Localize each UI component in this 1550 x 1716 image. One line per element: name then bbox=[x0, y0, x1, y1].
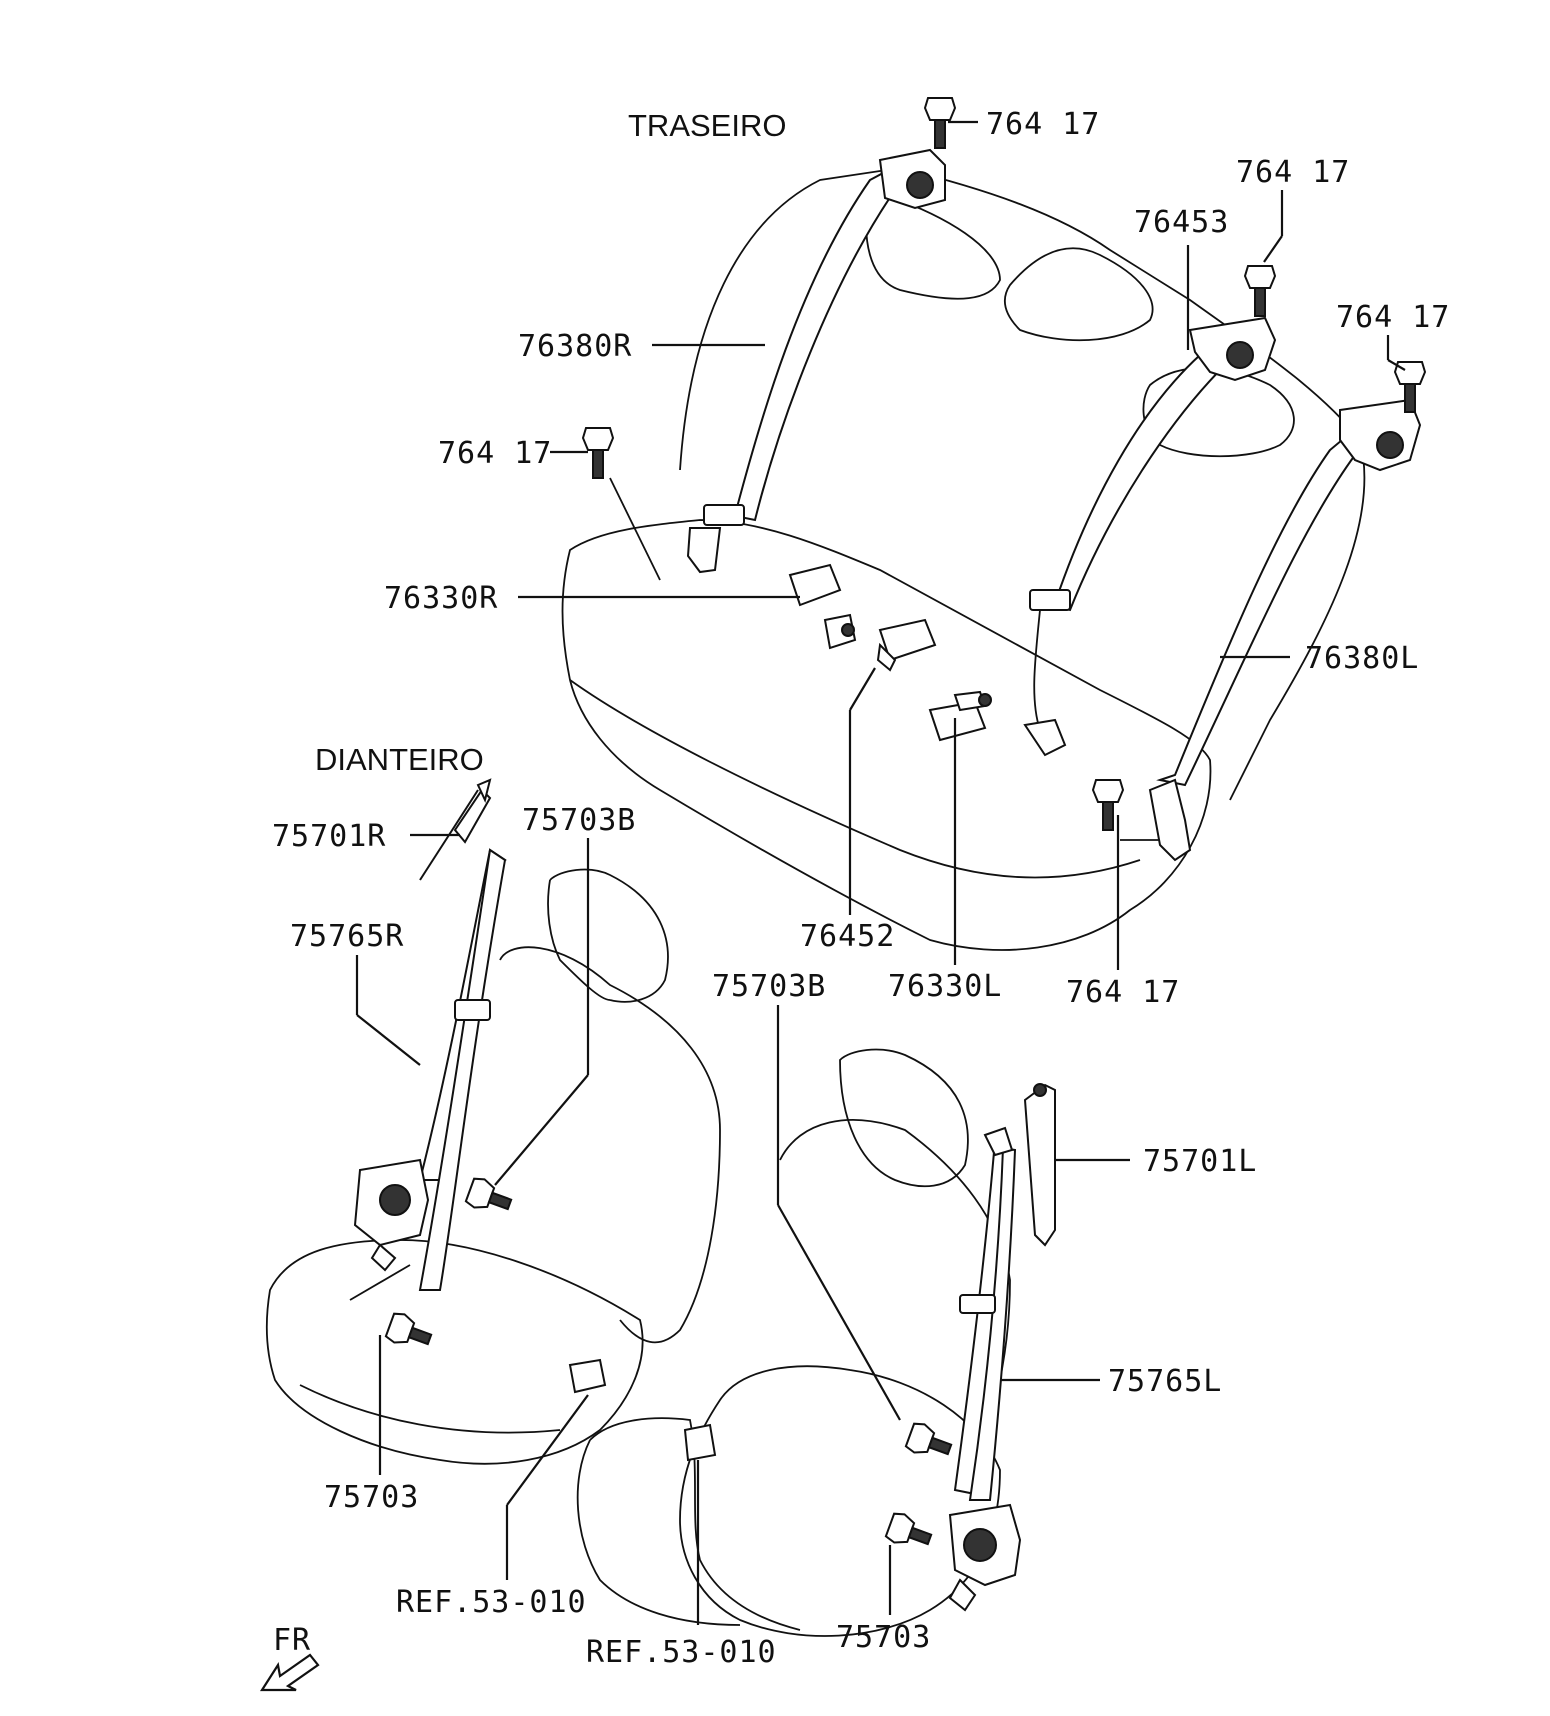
front-belt-left bbox=[948, 1083, 1056, 1612]
part-label-75765r: 75765R bbox=[290, 919, 404, 954]
section-title-front: DIANTEIRO bbox=[315, 742, 484, 777]
rear-bolts bbox=[581, 97, 1427, 841]
part-label-76330r: 76330R bbox=[384, 581, 498, 616]
part-label-76417-left: 764 17 bbox=[438, 436, 552, 471]
front-belt-right bbox=[353, 778, 507, 1291]
part-label-75703b-right: 75703B bbox=[522, 803, 636, 838]
part-label-75701l: 75701L bbox=[1143, 1144, 1257, 1179]
section-title-rear: TRASEIRO bbox=[628, 108, 786, 143]
rear-buckle-right bbox=[788, 563, 857, 650]
forward-arrow-icon bbox=[259, 1653, 320, 1692]
rear-belt-right bbox=[686, 148, 946, 574]
rear-buckle-left bbox=[928, 690, 992, 742]
front-left-bolts bbox=[884, 1422, 953, 1546]
part-label-76330l: 76330L bbox=[888, 969, 1002, 1004]
rear-belt-center bbox=[1023, 316, 1277, 757]
part-label-76380l: 76380L bbox=[1305, 641, 1419, 676]
part-label-75701r: 75701R bbox=[272, 819, 386, 854]
rear-belt-left bbox=[1148, 398, 1422, 862]
direction-label: FR bbox=[273, 1623, 311, 1658]
part-label-76452: 76452 bbox=[800, 919, 895, 954]
leader-lines bbox=[355, 120, 1406, 1625]
part-label-ref-b: REF.53-010 bbox=[586, 1635, 777, 1670]
part-label-75703-right: 75703 bbox=[324, 1480, 419, 1515]
part-label-75703-left: 75703 bbox=[836, 1620, 931, 1655]
part-label-76417-bottom: 764 17 bbox=[1066, 975, 1180, 1010]
rear-seat-outline bbox=[561, 167, 1366, 951]
front-right-seat-outline bbox=[265, 868, 721, 1465]
part-label-76417-right-a: 764 17 bbox=[1236, 155, 1350, 190]
front-right-bolts bbox=[349, 1177, 717, 1462]
part-label-75703b-left: 75703B bbox=[712, 969, 826, 1004]
part-label-76453: 76453 bbox=[1134, 205, 1229, 240]
part-label-76380r: 76380R bbox=[518, 329, 632, 364]
part-label-ref-a: REF.53-010 bbox=[396, 1585, 587, 1620]
part-label-76417-right-b: 764 17 bbox=[1336, 300, 1450, 335]
part-label-75765l: 75765L bbox=[1108, 1364, 1222, 1399]
rear-buckle-center bbox=[876, 618, 937, 672]
part-label-76417-top: 764 17 bbox=[986, 107, 1100, 142]
